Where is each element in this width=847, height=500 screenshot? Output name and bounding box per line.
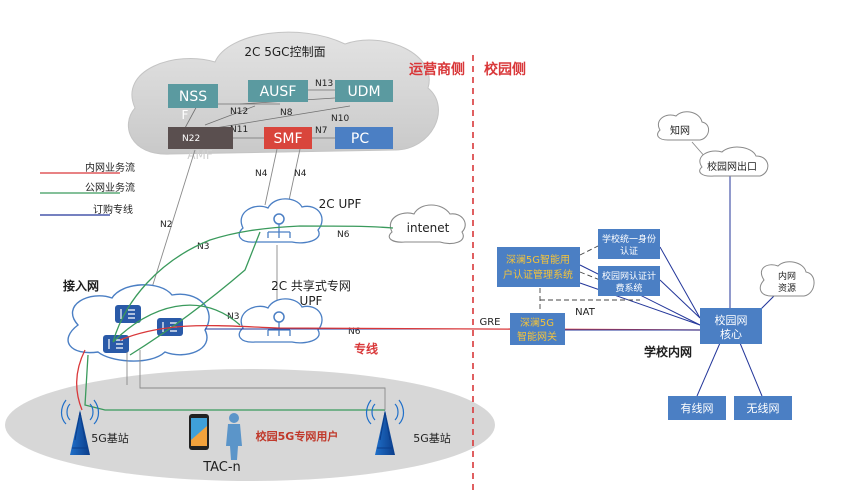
upf-2c-label: 2C UPF: [319, 197, 362, 211]
campus-core-line1: 校园网: [715, 313, 748, 327]
link-n4-left: N4: [255, 169, 268, 179]
intranet-flow: [76, 324, 701, 411]
billing-line1: 校园网认证计: [602, 270, 656, 282]
auth-links: [539, 244, 640, 312]
legend-leased-line: 订购专线: [93, 203, 133, 216]
gateway-line1: 深澜5G: [520, 317, 554, 329]
campus-links: [565, 175, 781, 397]
internet-cloud: [388, 204, 466, 245]
link-n3-lower: N3: [227, 312, 239, 322]
legend: 内网业务流 公网业务流 订购专线: [40, 161, 135, 216]
link-n8: N8: [280, 108, 293, 118]
link-n13: N13: [315, 79, 333, 89]
operator-side-label: 运营商侧: [409, 61, 465, 78]
zhiwang-label: 知网: [670, 124, 690, 137]
campus-intranet-label: 学校内网: [644, 344, 692, 359]
link-n6-internet: N6: [337, 230, 350, 240]
link-n4-right: N4: [294, 169, 307, 179]
link-n6-campus: N6: [348, 327, 361, 337]
ausf-label: AUSF: [260, 84, 297, 100]
gateway-line2: 智能网关: [517, 330, 557, 343]
pcf-node: PC F: [335, 127, 393, 164]
udm-node: UDM: [335, 80, 393, 102]
user-icon: [226, 413, 242, 460]
ausf-node: AUSF: [248, 80, 308, 102]
upf-2c-cloud: [238, 198, 323, 244]
base-station-left-label: 5G基站: [91, 431, 129, 445]
smf-node: SMF: [264, 127, 312, 149]
internet-label: intenet: [407, 221, 450, 235]
control-links: [144, 148, 301, 311]
wired-label: 有线网: [681, 401, 714, 415]
nssf-label-tail: F: [182, 108, 189, 122]
shared-upf-cloud: [238, 298, 323, 344]
identity-auth-box: 学校统一身份 认证: [598, 229, 660, 259]
access-network-label: 接入网: [63, 278, 99, 293]
gre-label: GRE: [479, 317, 500, 328]
link-n3-upper: N3: [197, 242, 209, 252]
intranet-resource-line1: 内网: [778, 270, 796, 282]
shared-upf-line1: 2C 共享式专网: [271, 278, 351, 293]
auth-system-box: 深澜5G智能用 户认证管理系统: [497, 247, 580, 287]
amf-label: AMF: [187, 148, 213, 162]
ran-area: [5, 369, 495, 481]
phone-icon: [189, 414, 209, 450]
campus-core-box: 校园网 核心: [700, 308, 762, 344]
nssf-node: NSS F: [168, 84, 218, 122]
base-station-right-label: 5G基站: [413, 431, 451, 445]
nat-label: NAT: [575, 307, 596, 318]
link-n12: N12: [230, 107, 248, 117]
gateway-box: 深澜5G 智能网关: [510, 313, 565, 345]
base-station-left: [60, 399, 100, 455]
campus-user-label: 校园5G专网用户: [256, 429, 339, 443]
link-n7: N7: [315, 126, 327, 136]
core-links: [184, 89, 351, 139]
base-station-right: [365, 399, 405, 455]
public-flow: [84, 225, 394, 411]
billing-box: 校园网认证计 费系统: [598, 266, 660, 296]
intranet-resource-line2: 资源: [778, 283, 796, 294]
link-n2: N2: [160, 220, 172, 230]
billing-line2: 费系统: [615, 282, 642, 294]
legend-public-flow: 公网业务流: [85, 181, 135, 194]
wireless-label: 无线网: [747, 401, 780, 415]
auth-system-line2: 户认证管理系统: [503, 268, 573, 281]
amf-node: N22 AMF: [168, 127, 233, 162]
link-n10: N10: [331, 114, 349, 124]
auth-system-line1: 深澜5G智能用: [506, 253, 570, 266]
link-n11: N11: [230, 125, 248, 135]
dedicated-line-label: 专线: [354, 341, 378, 356]
udm-label: UDM: [347, 84, 380, 100]
intranet-resource-cloud: [759, 261, 815, 297]
zhiwang-cloud: [657, 111, 709, 141]
campus-side-label: 校园侧: [484, 61, 526, 78]
amf-label-top: N22: [182, 134, 200, 144]
pcf-label: PC: [351, 131, 369, 147]
shared-upf-line2: UPF: [300, 294, 323, 308]
campus-exit-label: 校园网出口: [707, 160, 757, 173]
tac-label: TAC-n: [202, 460, 241, 475]
nssf-label: NSS: [179, 89, 207, 105]
identity-auth-line2: 认证: [620, 245, 638, 257]
core-title: 2C 5GC控制面: [244, 45, 325, 59]
identity-auth-line1: 学校统一身份: [602, 233, 656, 245]
wired-box: 有线网: [668, 396, 726, 420]
ran-links: [126, 350, 386, 410]
pcf-label-tail: F: [349, 150, 356, 164]
legend-intranet-flow: 内网业务流: [85, 161, 135, 174]
campus-core-line2: 核心: [720, 327, 742, 341]
wireless-box: 无线网: [734, 396, 792, 420]
campus-exit-cloud: [699, 146, 769, 177]
smf-label: SMF: [273, 131, 302, 147]
